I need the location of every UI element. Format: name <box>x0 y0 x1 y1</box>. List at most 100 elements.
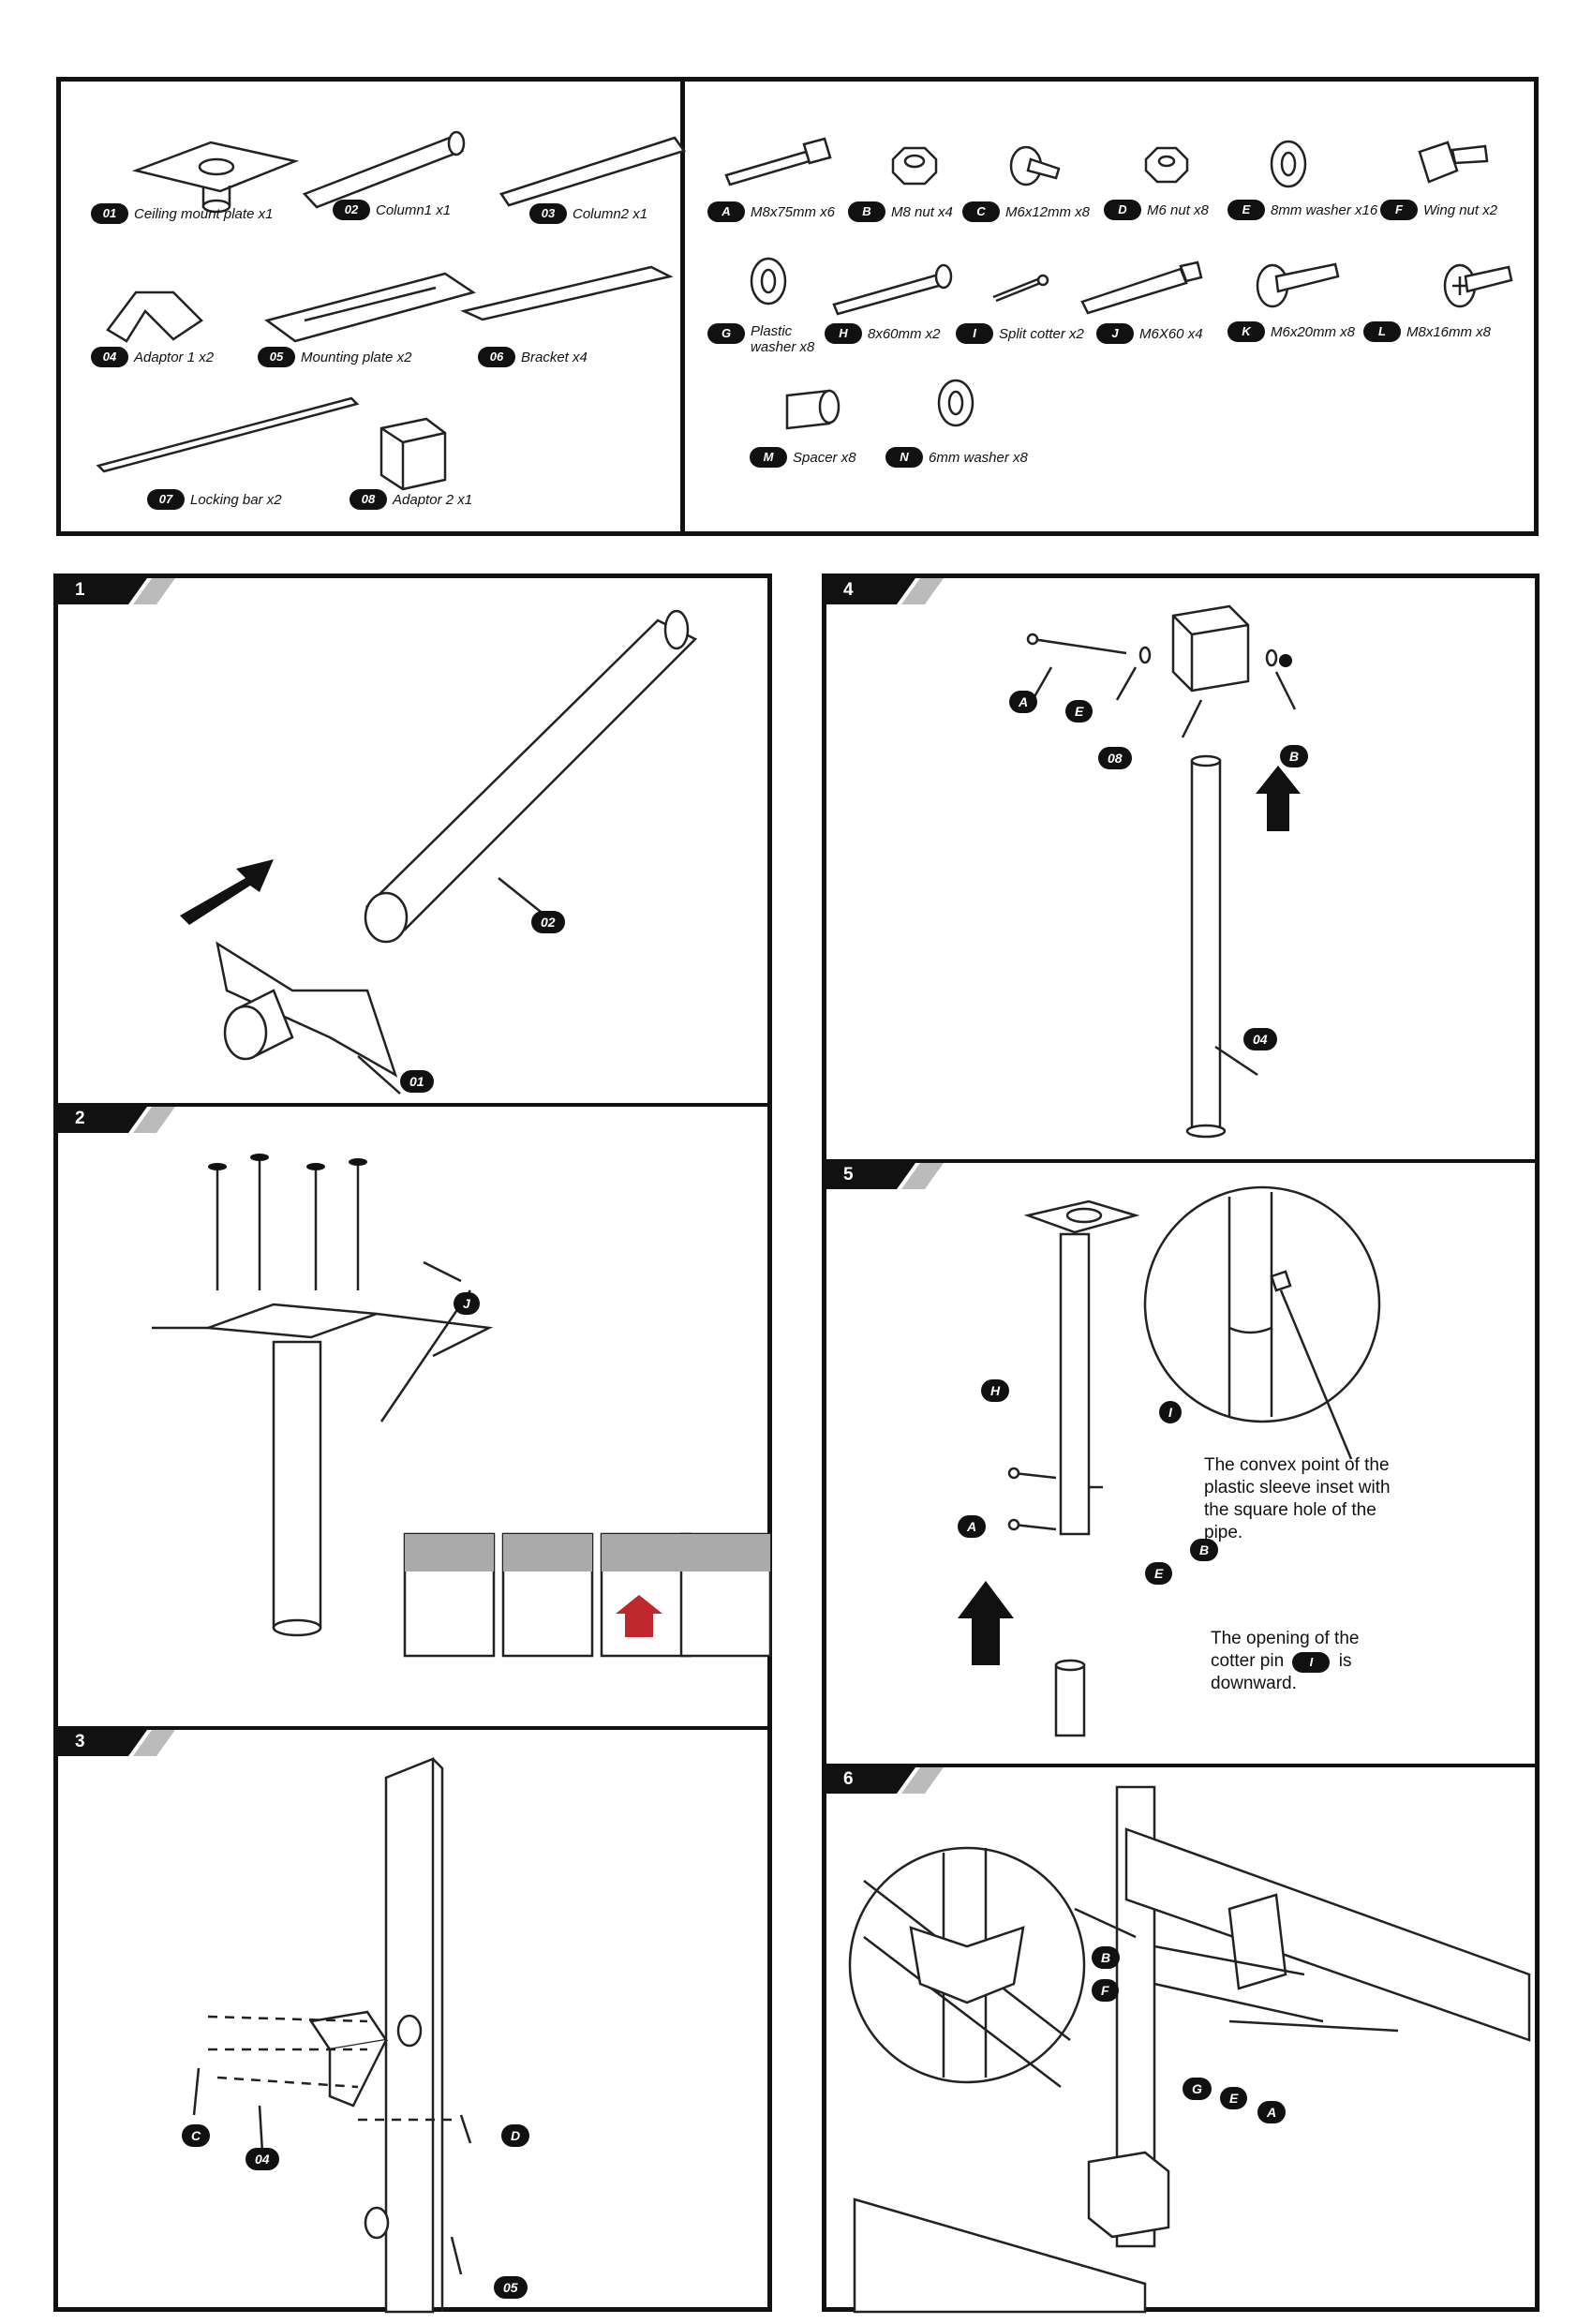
part-label-06: 06 Bracket x4 <box>478 347 588 367</box>
part-text-I: Split cotter x2 <box>999 325 1084 342</box>
part-code-G: G <box>707 323 745 344</box>
red-arrow-icon <box>616 1595 662 1637</box>
step-3-number: 3 <box>75 1732 85 1751</box>
part-code-B: B <box>848 201 885 222</box>
nut-b-drawing <box>891 146 938 186</box>
part-code-E: E <box>1227 200 1265 220</box>
part-label-I: I Split cotter x2 <box>956 323 1084 344</box>
part-label-J: J M6X60 x4 <box>1096 323 1203 344</box>
part-code-J: J <box>1096 323 1134 344</box>
steps-right-panel: 4 5 6 A E 08 B 04 H I A E B The convex p… <box>822 574 1540 2314</box>
divider-1-2 <box>58 1103 767 1107</box>
part-label-02: 02 Column1 x1 <box>333 200 451 220</box>
part-text-05: Mounting plate x2 <box>301 349 412 365</box>
part-label-L: L M8x16mm x8 <box>1363 321 1491 342</box>
part-code-08: 08 <box>350 489 387 510</box>
callout-H: H <box>981 1379 1010 1402</box>
part-code-L: L <box>1363 321 1401 342</box>
part-code-07: 07 <box>147 489 185 510</box>
step-5-number: 5 <box>843 1165 854 1184</box>
part-text-01: Ceiling mount plate x1 <box>134 205 274 222</box>
part-text-C: M6x12mm x8 <box>1005 203 1091 220</box>
part-text-J: M6X60 x4 <box>1139 325 1203 342</box>
part-label-05: 05 Mounting plate x2 <box>258 347 411 367</box>
step-1-number: 1 <box>75 580 85 600</box>
part-text-L: M8x16mm x8 <box>1406 323 1492 340</box>
callout-B-step4: B <box>1280 745 1309 767</box>
part-code-H: H <box>825 323 862 344</box>
callout-G: G <box>1183 2078 1212 2100</box>
step-6-number: 6 <box>843 1769 854 1789</box>
part-code-05: 05 <box>258 347 295 367</box>
mounting-plate-drawing <box>264 272 476 343</box>
step-6-header <box>826 1767 944 1794</box>
part-text-N: 6mm washer x8 <box>929 449 1028 466</box>
callout-A-step4: A <box>1009 691 1038 713</box>
bolt-a-drawing <box>724 137 832 186</box>
part-label-01: 01 Ceiling mount plate x1 <box>91 203 273 224</box>
anchor-j-drawing <box>1080 261 1203 315</box>
part-code-F: F <box>1380 200 1418 220</box>
part-label-H: H 8x60mm x2 <box>825 323 941 344</box>
callout-D: D <box>501 2124 530 2147</box>
part-code-K: K <box>1227 321 1265 342</box>
part-text-08: Adaptor 2 x1 <box>393 491 473 508</box>
bolt-c-drawing <box>1009 145 1061 186</box>
callout-A-step5: A <box>958 1515 987 1538</box>
step-3-header <box>58 1730 175 1756</box>
steps-left-panel: 1 2 3 02 01 J <box>53 574 772 2314</box>
part-code-D: D <box>1104 200 1141 220</box>
callout-E-step4: E <box>1065 700 1093 723</box>
callout-02: 02 <box>531 911 565 933</box>
step-4-arrow-icon <box>1256 766 1301 831</box>
divider-5-6 <box>826 1764 1535 1767</box>
callout-J: J <box>454 1292 480 1315</box>
step-2-number: 2 <box>75 1109 85 1128</box>
part-code-02: 02 <box>333 200 370 220</box>
adaptor1-drawing <box>106 290 203 343</box>
part-text-F: Wing nut x2 <box>1423 201 1498 218</box>
callout-04-step4: 04 <box>1243 1028 1277 1050</box>
part-text-02: Column1 x1 <box>376 201 452 218</box>
part-label-F: F Wing nut x2 <box>1380 200 1497 220</box>
step-1-arrow-icon <box>180 859 274 925</box>
callout-01: 01 <box>400 1070 434 1093</box>
part-text-A: M8x75mm x6 <box>751 203 836 220</box>
bracket-drawing <box>460 265 674 321</box>
screw-l-drawing <box>1443 263 1513 308</box>
part-code-01: 01 <box>91 203 128 224</box>
part-label-B: B M8 nut x4 <box>848 201 953 222</box>
part-code-06: 06 <box>478 347 515 367</box>
part-code-I: I <box>956 323 993 344</box>
callout-E-step6: E <box>1220 2087 1248 2109</box>
note-convex-point: The convex point of the plastic sleeve i… <box>1204 1455 1391 1542</box>
callout-B-step5: B <box>1190 1539 1219 1561</box>
part-text-H: 8x60mm x2 <box>868 325 941 342</box>
callout-C: C <box>182 2124 211 2147</box>
step-2-drawing <box>152 1154 772 1658</box>
adaptor2-drawing <box>379 417 447 491</box>
note-cotter-opening: The opening of the cotter pin I is downw… <box>1211 1628 1375 1695</box>
part-text-K: M6x20mm x8 <box>1271 323 1356 340</box>
part-text-E: 8mm washer x16 <box>1271 201 1378 218</box>
step-4-number: 4 <box>843 580 854 600</box>
divider-4-5 <box>826 1159 1535 1163</box>
washer-e-drawing <box>1270 140 1307 188</box>
part-text-B: M8 nut x4 <box>891 203 953 220</box>
callout-I: I <box>1159 1401 1182 1423</box>
step-4-header <box>826 578 944 604</box>
part-text-06: Bracket x4 <box>521 349 588 365</box>
nut-d-drawing <box>1144 146 1189 184</box>
washer-g-drawing <box>750 257 787 305</box>
callout-04-step3: 04 <box>245 2148 279 2170</box>
parts-divider <box>680 82 685 531</box>
callout-A-step6: A <box>1257 2101 1287 2123</box>
